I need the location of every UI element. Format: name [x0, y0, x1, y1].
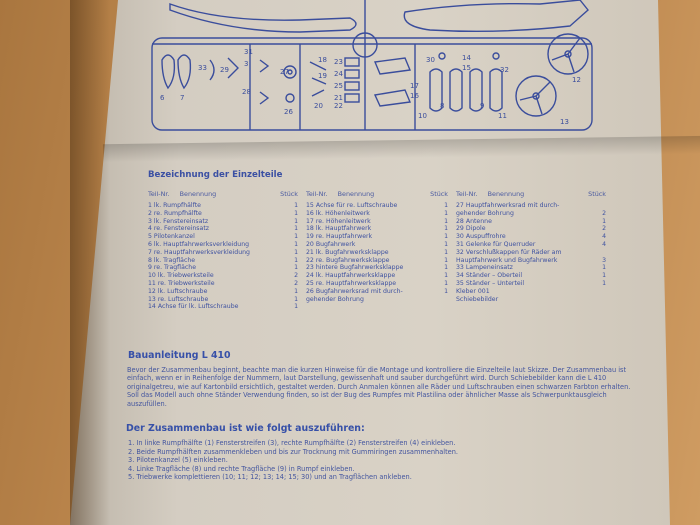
assembly-title: Bauanleitung L 410 — [128, 350, 231, 361]
step-4: 4. Linke Tragfläche (8) und rechte Tragf… — [128, 464, 355, 473]
parts-column-3: 27 Hauptfahrwerksrad mit durch- gehender… — [456, 202, 606, 303]
parts-list-title: Bezeichnung der Einzelteile — [148, 170, 283, 180]
part-label-13: 13 — [560, 118, 569, 126]
part-label-11: 11 — [498, 112, 507, 120]
instruction-sheet — [70, 0, 670, 525]
part-label-22: 22 — [334, 102, 343, 110]
part-label-33: 33 — [198, 64, 207, 72]
part-row: 32 Verschlußkappen für Räder am — [456, 248, 562, 256]
part-label-27: 27 — [280, 68, 289, 76]
part-label-14: 14 — [462, 54, 471, 62]
part-label-9: 9 — [480, 102, 484, 110]
part-label-7: 7 — [180, 94, 184, 102]
part-label-16: 16 — [410, 92, 419, 100]
step-3: 3. Pilotenkanzel (5) einkleben. — [128, 456, 228, 465]
part-label-25: 25 — [334, 82, 343, 90]
part-label-28: 28 — [242, 88, 251, 96]
parts-diagram: 6 7 33 29 31 3 28 27 26 18 19 23 24 25 2… — [151, 0, 593, 131]
part-label-30: 30 — [426, 56, 435, 64]
part-row: 27 Hauptfahrwerksrad mit durch- — [456, 202, 560, 209]
step-1: 1. In linke Rumpfhälfte (1) Fensterstrei… — [128, 439, 456, 447]
part-label-17: 17 — [410, 82, 419, 90]
page-shadow — [70, 0, 110, 525]
part-label-24: 24 — [334, 70, 343, 78]
part-label-32: 32 — [500, 66, 509, 74]
step-2: 2. Beide Rumpfhälften zusammenkleben und… — [128, 447, 458, 456]
part-row: gehender Bohrung — [306, 295, 364, 303]
part-label-23: 23 — [334, 58, 343, 66]
part-label-31: 31 — [244, 48, 253, 56]
part-label-12: 12 — [572, 76, 581, 84]
part-label-19: 19 — [318, 72, 327, 80]
part-label-29: 29 — [220, 66, 229, 74]
part-row: Kleber 001 — [456, 287, 490, 295]
part-label-3: 3 — [244, 60, 248, 68]
part-label-20: 20 — [314, 102, 323, 110]
part-label-6: 6 — [160, 94, 165, 102]
assembly-steps: 1. In linke Rumpfhälfte (1) Fensterstrei… — [128, 439, 648, 482]
assembly-intro: Bevor der Zusammenbau beginnt, beachte m… — [127, 366, 631, 408]
part-label-18: 18 — [318, 56, 327, 64]
part-label-8: 8 — [440, 102, 444, 110]
steps-title: Der Zusammenbau ist wie folgt auszuführe… — [126, 423, 365, 434]
part-label-15: 15 — [462, 64, 471, 72]
part-label-21: 21 — [334, 94, 343, 102]
part-label-26: 26 — [284, 108, 293, 116]
part-row: 26 Bugfahrwerksrad mit durch-1 — [306, 287, 448, 295]
part-label-10: 10 — [418, 112, 427, 120]
step-5: 5. Triebwerke komplettieren (10; 11; 12;… — [128, 473, 412, 482]
part-row: Schiebebilder — [456, 295, 499, 303]
